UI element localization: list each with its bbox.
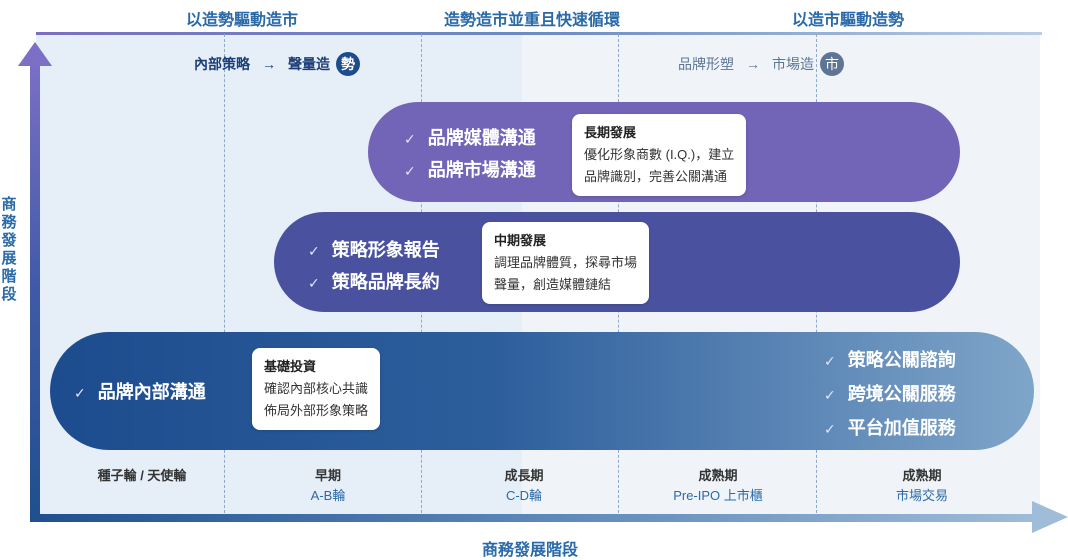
check-icon: ✓	[824, 421, 836, 437]
stage-name: 早期	[314, 468, 341, 483]
note-line: 品牌識別，完善公關溝通	[584, 169, 728, 184]
top-label-middle: 造勢造市並重且快速循環	[444, 12, 621, 29]
flow-left-step1: 內部策略	[194, 56, 250, 72]
pill-mid-term: ✓策略形象報告 ✓策略品牌長約 中期發展 調理品牌體質，探尋市場 聲量，創造媒體…	[274, 212, 960, 312]
note-line: 確認內部核心共識	[264, 381, 369, 396]
note-line: 優化形象商數 (I.Q.)，建立	[584, 147, 735, 162]
pill-long-term: ✓品牌媒體溝通 ✓品牌市場溝通 長期發展 優化形象商數 (I.Q.)，建立 品牌…	[368, 102, 960, 202]
stage-name: 成熟期	[902, 468, 942, 483]
stage-round: C-D輪	[505, 488, 543, 503]
vertical-axis-title: 商務發展階段	[1, 196, 17, 303]
flow-left: 內部策略 → 聲量造 勢	[194, 52, 360, 76]
note-mid-term: 中期發展 調理品牌體質，探尋市場 聲量，創造媒體鏈結	[482, 222, 650, 304]
flow-left-step2: 聲量造	[288, 56, 330, 72]
note-title: 中期發展	[494, 233, 547, 248]
note-line: 調理品牌體質，探尋市場	[494, 255, 638, 270]
note-foundation: 基礎投資 確認內部核心共識 佈局外部形象策略	[252, 348, 381, 430]
stage-early: 早期 A-B輪	[238, 466, 418, 506]
pill-item: ✓策略品牌長約	[308, 272, 440, 292]
arrow-right-icon: →	[262, 56, 276, 72]
top-label-right: 以造市驅動造勢	[792, 12, 905, 29]
note-title: 基礎投資	[264, 359, 317, 374]
top-border	[36, 32, 1042, 35]
pill-item: ✓策略公關諮詢	[824, 350, 956, 370]
pill-item: ✓品牌內部溝通	[74, 382, 206, 402]
flow-right-step1: 品牌形塑	[678, 56, 734, 72]
arrow-right-icon: →	[746, 56, 760, 72]
pill-foundation: ✓品牌內部溝通 基礎投資 確認內部核心共識 佈局外部形象策略 ✓策略公關諮詢 ✓…	[50, 332, 1034, 450]
stage-divider	[224, 34, 225, 518]
pill-item: ✓策略形象報告	[308, 240, 440, 260]
note-long-term: 長期發展 優化形象商數 (I.Q.)，建立 品牌識別，完善公關溝通	[572, 114, 747, 196]
stage-growth: 成長期 C-D輪	[434, 466, 614, 506]
stage-name: 成熟期	[698, 468, 738, 483]
stage-round: A-B輪	[310, 488, 346, 503]
vertical-axis-arrowhead	[18, 42, 52, 66]
note-title: 長期發展	[584, 125, 637, 140]
horizontal-axis	[30, 514, 1036, 522]
flow-right-step2: 市場造	[772, 56, 814, 72]
pill-item: ✓品牌媒體溝通	[404, 128, 536, 148]
pill-item: ✓跨境公關服務	[824, 384, 956, 404]
stage-name: 成長期	[504, 468, 544, 483]
check-icon: ✓	[404, 163, 416, 179]
stage-mature-trading: 成熟期 市場交易	[832, 466, 1012, 506]
horizontal-axis-arrowhead	[1032, 501, 1068, 533]
note-line: 聲量，創造媒體鏈結	[494, 277, 612, 292]
stage-mature-preipo: 成熟期 Pre-IPO 上市櫃	[628, 466, 808, 506]
check-icon: ✓	[308, 275, 320, 291]
horizontal-axis-title: 商務發展階段	[482, 542, 579, 559]
check-icon: ✓	[308, 243, 320, 259]
check-icon: ✓	[404, 131, 416, 147]
note-line: 佈局外部形象策略	[264, 403, 369, 418]
stage-seed: 種子輪 / 天使輪	[52, 466, 232, 486]
pill-item: ✓平台加值服務	[824, 418, 956, 438]
vertical-axis	[30, 62, 40, 522]
badge-market-icon: 市	[820, 52, 844, 76]
badge-shi-icon: 勢	[336, 52, 360, 76]
check-icon: ✓	[824, 387, 836, 403]
stage-round: 市場交易	[895, 488, 948, 503]
top-label-left: 以造勢驅動造市	[186, 12, 299, 29]
pill-item: ✓品牌市場溝通	[404, 160, 536, 180]
stage-round: Pre-IPO 上市櫃	[673, 488, 763, 503]
flow-right: 品牌形塑 → 市場造 市	[678, 52, 844, 76]
check-icon: ✓	[74, 385, 86, 401]
stage-name: 種子輪 / 天使輪	[97, 468, 187, 483]
check-icon: ✓	[824, 353, 836, 369]
